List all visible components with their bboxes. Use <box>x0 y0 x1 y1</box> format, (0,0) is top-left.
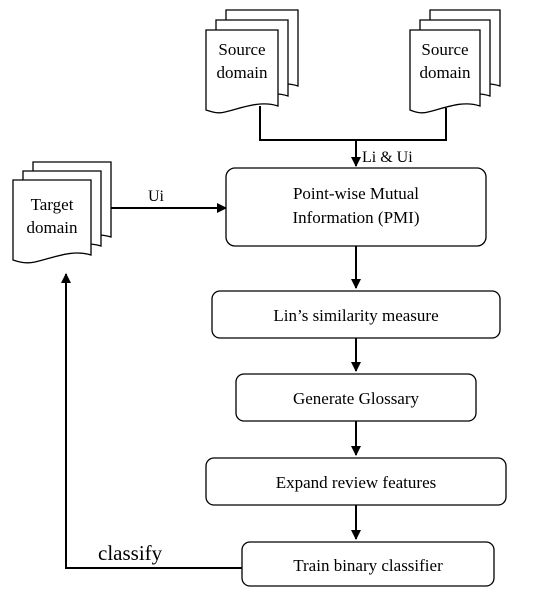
source-domain-left-document: Source domain <box>205 9 299 114</box>
sources-to-pmi-connector: Li & Ui <box>259 106 447 167</box>
step-train-binary-classifier-label: Train binary classifier <box>293 556 443 575</box>
source-domain-left-label-line1: Source <box>218 40 265 59</box>
target-to-pmi-arrow: Ui <box>111 188 227 213</box>
target-to-pmi-label: Ui <box>148 188 165 205</box>
target-domain-label-line1: Target <box>31 195 74 214</box>
step-train-binary-classifier: Train binary classifier <box>241 541 495 587</box>
step-pmi: Point-wise Mutual Information (PMI) <box>225 167 487 247</box>
target-domain-document: Target domain <box>12 161 112 264</box>
step-pmi-label-line2: Information (PMI) <box>292 208 419 227</box>
source-domain-right-label-line2: domain <box>420 63 471 82</box>
target-domain-label-line2: domain <box>27 218 78 237</box>
train-to-target-label: classify <box>98 541 163 565</box>
step-lin-similarity-label: Lin’s similarity measure <box>273 306 438 325</box>
train-to-target-feedback-arrow: classify <box>61 273 242 569</box>
step-expand-review-features-label: Expand review features <box>276 473 436 492</box>
step-pmi-label-line1: Point-wise Mutual <box>293 184 419 203</box>
source-domain-left-label-line2: domain <box>217 63 268 82</box>
step-lin-similarity: Lin’s similarity measure <box>211 290 501 339</box>
source-domain-right-label-line1: Source <box>421 40 468 59</box>
step-generate-glossary-label: Generate Glossary <box>293 389 420 408</box>
step-generate-glossary: Generate Glossary <box>235 373 477 422</box>
sources-to-pmi-label: Li & Ui <box>362 149 413 166</box>
step-expand-review-features: Expand review features <box>205 457 507 506</box>
source-domain-right-document: Source domain <box>409 9 501 114</box>
